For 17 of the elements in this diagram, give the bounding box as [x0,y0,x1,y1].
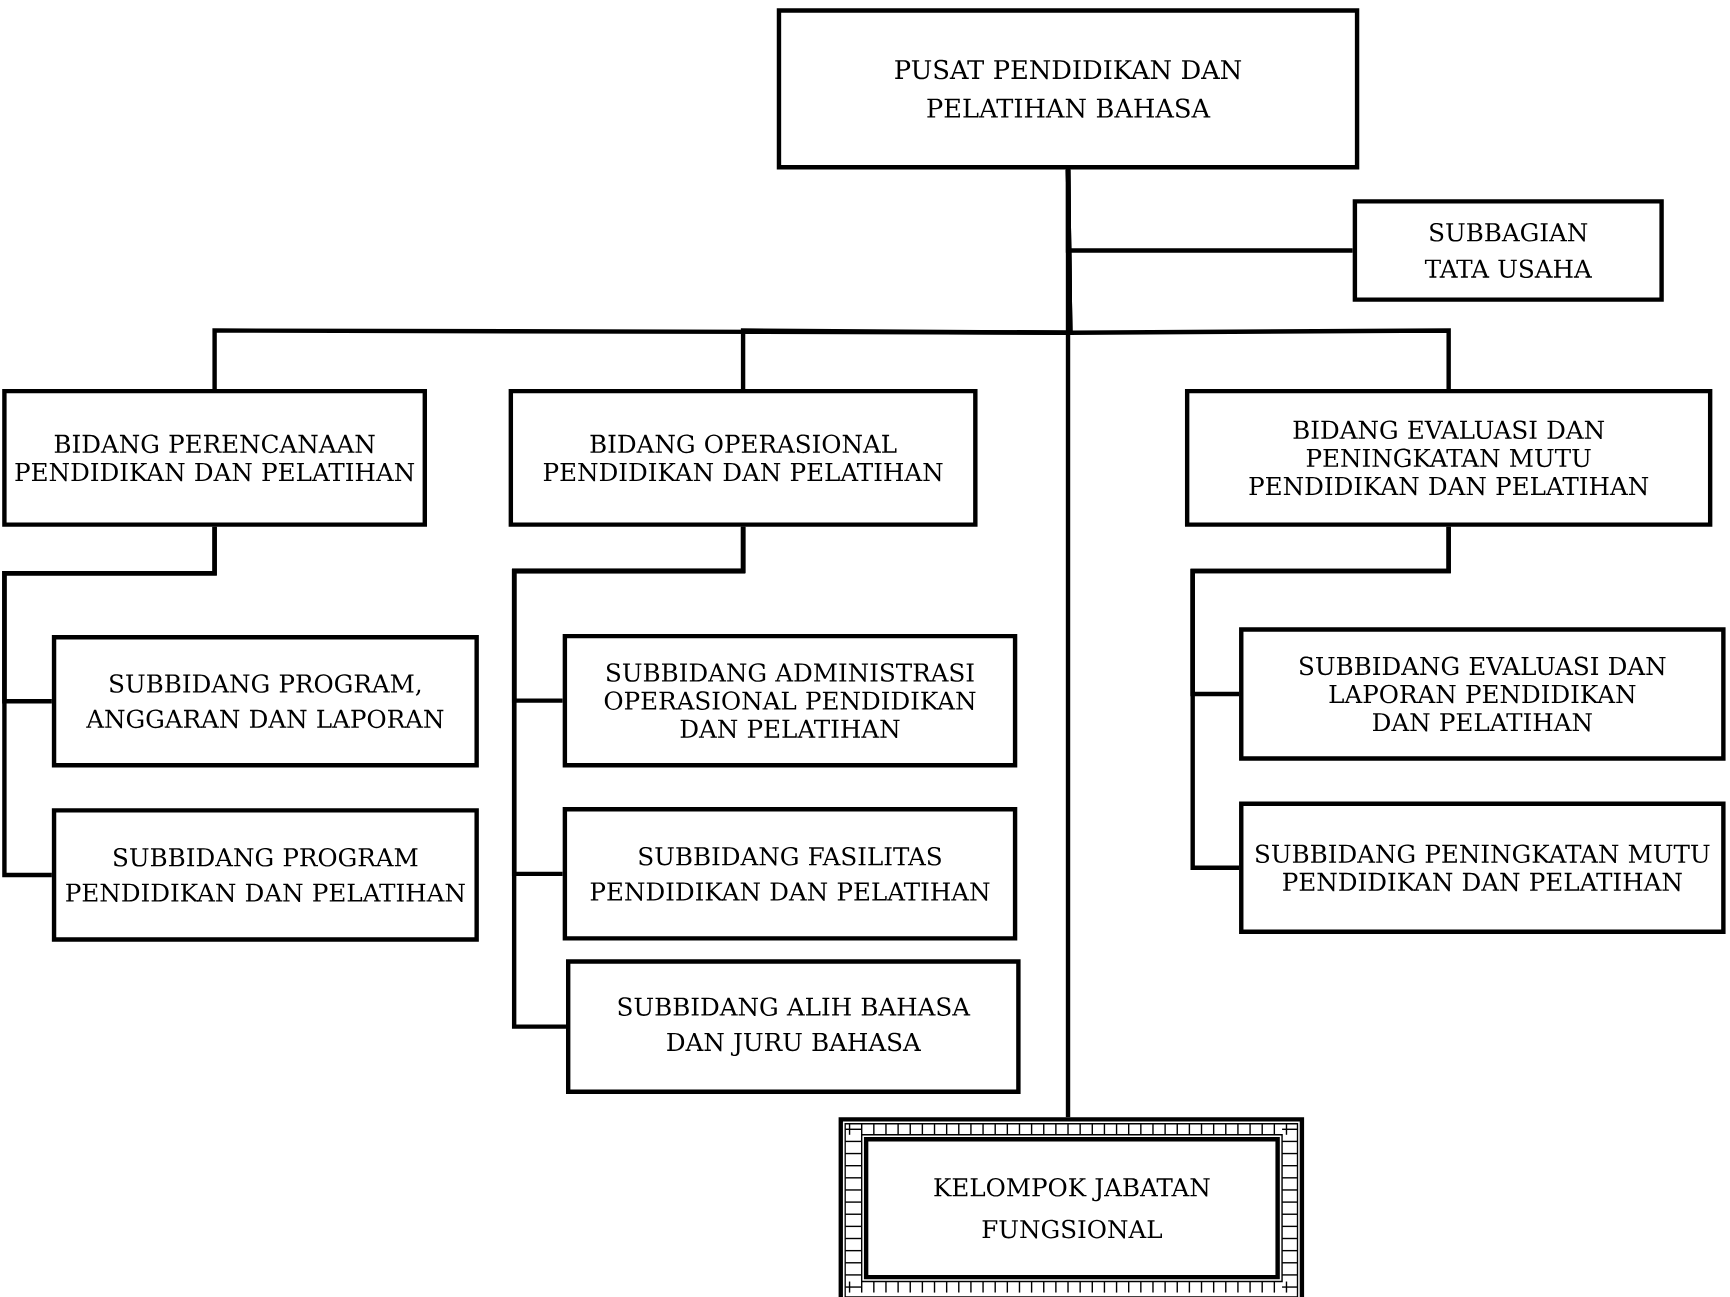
org-box: SUBBIDANG PROGRAM PENDIDIKAN DAN PELATIHAN [51,808,479,942]
connector-line [2,526,217,878]
connector-line [1065,169,1071,1118]
org-box: SUBBIDANG EVALUASI DAN LAPORAN PENDIDIKAN DAN PELATIHAN [1239,627,1726,761]
org-box: SUBBIDANG PROGRAM, ANGGARAN DAN LAPORAN [51,635,479,768]
org-box: SUBBAGIAN TATA USAHA [1352,199,1664,302]
org-box: PUSAT PENDIDIKAN DAN PELATIHAN BAHASA [776,8,1360,170]
org-box: BIDANG PERENCANAAN PENDIDIKAN DAN PELATIHAN [2,388,427,527]
org-box: BIDANG EVALUASI DAN PENINGKATAN MUTU PENDIDIKAN DAN PELATIHAN [1184,388,1713,527]
org-box: BIDANG OPERASIONAL PENDIDIKAN DAN PELATIHAN [508,388,978,527]
org-box: SUBBIDANG ADMINISTRASI OPERASIONAL PENDIDIKAN DAN PELATIHAN [562,633,1018,768]
org-box: SUBBIDANG FASILITAS PENDIDIKAN DAN PELATIHAN [562,807,1018,941]
connector-line [1190,526,1451,870]
framed-box: KELOMPOK JABATAN FUNGSIONAL [838,1117,1305,1297]
org-box: SUBBIDANG PENINGKATAN MUTU PENDIDIKAN DAN PELATIHAN [1239,801,1726,934]
org-box: SUBBIDANG ALIH BAHASA DAN JURU BAHASA [566,959,1021,1094]
connector-line [511,526,746,1029]
